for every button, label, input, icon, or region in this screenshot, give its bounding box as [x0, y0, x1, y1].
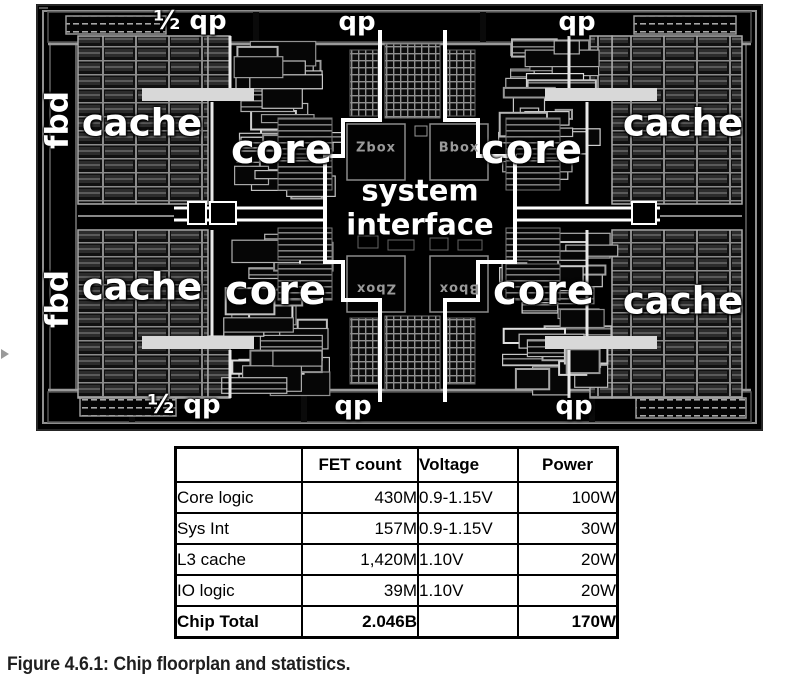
label-zbox-bottom: Zbox [355, 280, 397, 296]
chip-statistics-table: FET count Voltage Power Core logic 430M … [174, 446, 619, 639]
label-cache-bl: cache [81, 265, 203, 309]
table-row: Core logic 430M 0.9-1.15V 100W [174, 481, 619, 514]
voltage-value [417, 605, 519, 639]
label-cache-br: cache [622, 279, 744, 323]
header-power: Power [517, 446, 619, 483]
row-label: Chip Total [174, 605, 303, 639]
header-fet-count: FET count [301, 446, 419, 483]
label-qp-top-mid: qp [338, 7, 376, 37]
cache-core-boundaries [78, 36, 742, 398]
label-core-tl: core [230, 127, 334, 173]
bus-arms [174, 201, 660, 225]
cache-arrays [77, 35, 743, 399]
label-bbox-top: Bbox [438, 140, 480, 156]
label-system-interface-line1: system [361, 173, 479, 208]
figure-caption: Figure 4.6.1: Chip floorplan and statist… [7, 654, 351, 675]
label-core-br: core [492, 268, 596, 314]
fet-value: 1,420M [301, 543, 419, 576]
power-value: 170W [517, 605, 619, 639]
label-core-tr: core [480, 127, 584, 173]
table-row: IO logic 39M 1.10V 20W [174, 574, 619, 607]
fet-value: 157M [301, 512, 419, 545]
row-label: L3 cache [174, 543, 303, 576]
voltage-value: 1.10V [417, 543, 519, 576]
label-qp-bottom-mid: qp [334, 391, 372, 421]
voltage-value: 0.9-1.15V [417, 512, 519, 545]
power-value: 100W [517, 481, 619, 514]
fet-value: 430M [301, 481, 419, 514]
label-half-qp-bottom: ½ qp [147, 390, 221, 420]
system-interface-region [323, 30, 517, 402]
die-photo-svg [36, 4, 763, 431]
label-core-bl: core [224, 268, 328, 314]
header-blank [174, 446, 303, 483]
label-bbox-bottom: Bbox [438, 280, 480, 296]
label-system-interface-line2: interface [346, 207, 494, 242]
margin-arrow-mark [1, 349, 9, 359]
header-voltage: Voltage [417, 446, 519, 483]
label-cache-tr: cache [622, 101, 744, 145]
table-total-row: Chip Total 2.046B 170W [174, 605, 619, 639]
label-cache-tl: cache [81, 101, 203, 145]
label-zbox-top: Zbox [355, 140, 397, 156]
label-half-qp-top: ½ qp [153, 6, 227, 36]
label-qp-bottom-right: qp [555, 391, 593, 421]
voltage-value: 1.10V [417, 574, 519, 607]
table-row: Sys Int 157M 0.9-1.15V 30W [174, 512, 619, 545]
row-label: Sys Int [174, 512, 303, 545]
fet-value: 39M [301, 574, 419, 607]
voltage-value: 0.9-1.15V [417, 481, 519, 514]
label-qp-top-right: qp [558, 7, 596, 37]
row-label: IO logic [174, 574, 303, 607]
power-value: 20W [517, 574, 619, 607]
power-value: 30W [517, 512, 619, 545]
power-value: 20W [517, 543, 619, 576]
fet-value: 2.046B [301, 605, 419, 639]
chip-die-photo: fbd fbd ½ qp qp qp ½ qp qp qp cache cach… [36, 4, 763, 431]
row-label: Core logic [174, 481, 303, 514]
label-fbd-top: fbd [39, 91, 76, 149]
table-row: L3 cache 1,420M 1.10V 20W [174, 543, 619, 576]
table-header-row: FET count Voltage Power [174, 446, 619, 483]
label-fbd-bottom: fbd [39, 270, 76, 328]
